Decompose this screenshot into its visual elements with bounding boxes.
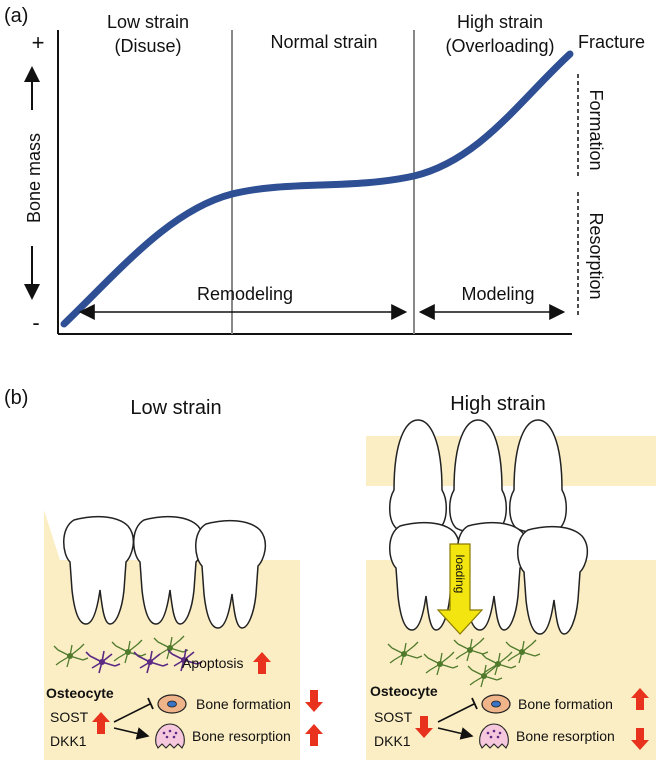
high-strain-panel: loading Osteocyte SOST DKK1 Bone formati… — [366, 419, 656, 760]
formation-label: Formation — [586, 89, 606, 170]
fracture-label: Fracture — [578, 32, 645, 52]
high-bone-resorption-label: Bone resorption — [516, 728, 615, 744]
low-dkk1-label: DKK1 — [50, 733, 87, 749]
low-resorption-up-arrow — [305, 724, 323, 746]
y-axis-label: Bone mass — [24, 133, 44, 223]
low-activate-arrow — [113, 727, 150, 740]
region-low-title: Low strain — [107, 12, 189, 32]
y-minus: - — [32, 310, 39, 335]
low-osteoblast — [157, 694, 187, 714]
region-high-subtitle: (Overloading) — [445, 36, 554, 56]
low-bone-resorption-label: Bone resorption — [192, 728, 291, 744]
panel-a-tag: (a) — [4, 5, 28, 27]
region-high-title: High strain — [457, 12, 543, 32]
low-inhibit-line — [113, 703, 151, 723]
region-low-subtitle: (Disuse) — [114, 36, 181, 56]
region-normal-title: Normal strain — [270, 32, 377, 52]
loading-arrow — [436, 543, 484, 635]
loading-label: loading — [453, 555, 467, 594]
high-inhibit-line — [437, 703, 475, 723]
high-bone-formation-label: Bone formation — [518, 696, 613, 712]
low-apoptosis-label: Apoptosis — [182, 655, 243, 671]
panel-b-tag: (b) — [4, 387, 28, 409]
modeling-label: Modeling — [461, 284, 534, 304]
low-strain-title: Low strain — [130, 397, 221, 419]
low-osteocyte-label: Osteocyte — [46, 685, 114, 701]
panel-a: (a) Low strain (Disuse) Normal strain Hi… — [4, 5, 645, 335]
y-plus: + — [32, 30, 45, 55]
remodeling-label: Remodeling — [197, 284, 293, 304]
low-formation-down-arrow — [305, 690, 323, 712]
high-osteocyte-label: Osteocyte — [370, 683, 438, 699]
low-bone-formation-label: Bone formation — [196, 696, 291, 712]
low-strain-panel: Apoptosis Osteocyte SOST DKK1 Bone forma… — [44, 510, 323, 760]
low-sost-label: SOST — [50, 709, 89, 725]
high-sost-label: SOST — [374, 709, 413, 725]
high-osteoblast — [481, 694, 511, 714]
high-activate-arrow — [437, 727, 474, 740]
resorption-label: Resorption — [586, 212, 606, 299]
bone-mass-curve — [60, 50, 574, 328]
high-strain-title: High strain — [450, 393, 546, 415]
high-dkk1-label: DKK1 — [374, 733, 411, 749]
